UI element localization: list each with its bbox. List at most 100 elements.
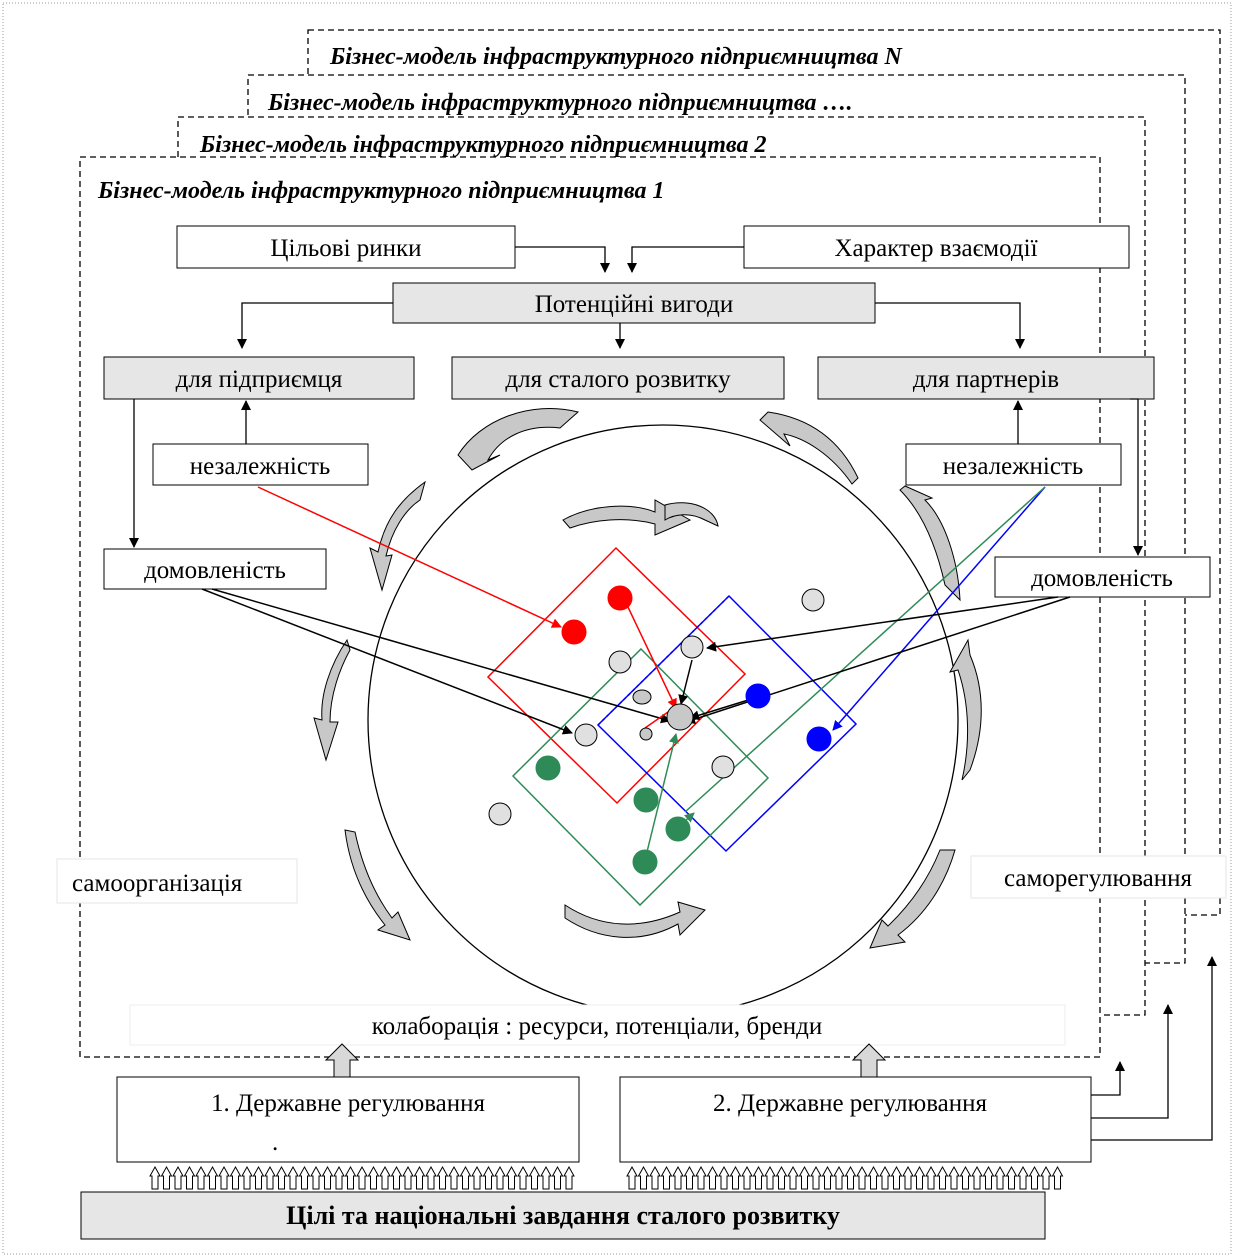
small-up-arrow bbox=[471, 1165, 483, 1190]
small-up-arrow bbox=[936, 1165, 949, 1190]
potential-benefits-box: Потенційні вигоди bbox=[392, 282, 876, 324]
for-entrepreneur-label: для підприємця bbox=[176, 366, 343, 393]
small-up-arrow bbox=[218, 1165, 230, 1190]
small-up-arrow bbox=[413, 1165, 426, 1190]
small-up-arrow bbox=[925, 1165, 937, 1190]
regulation-feedback-lines bbox=[1091, 956, 1217, 1141]
small-up-arrow bbox=[833, 1165, 845, 1190]
rotation-arrow-right-mid bbox=[948, 638, 982, 781]
green-square bbox=[511, 647, 770, 907]
agreement-right-label: домовленість bbox=[1031, 565, 1173, 592]
small-up-arrow bbox=[879, 1165, 891, 1190]
small-up-arrow bbox=[195, 1165, 207, 1190]
node-grey-small bbox=[639, 727, 653, 741]
state-regulation-2-box: 2. Державне регулювання bbox=[619, 1076, 1092, 1163]
self-regulation-label: саморегулювання bbox=[1004, 865, 1193, 892]
small-up-arrow bbox=[741, 1165, 753, 1190]
node-red bbox=[561, 619, 587, 645]
small-up-arrow bbox=[695, 1165, 707, 1190]
small-up-arrow bbox=[379, 1165, 391, 1190]
node-grey bbox=[801, 588, 825, 612]
small-up-arrow bbox=[1051, 1165, 1064, 1190]
node-grey bbox=[711, 755, 735, 779]
rotation-arrow-left-mid bbox=[313, 638, 351, 762]
small-up-arrow bbox=[540, 1165, 552, 1190]
small-up-arrow bbox=[660, 1165, 673, 1190]
small-up-arrow bbox=[402, 1165, 414, 1190]
small-up-arrow bbox=[563, 1165, 575, 1190]
self-regulation-box: саморегулювання bbox=[970, 855, 1227, 899]
small-up-arrow bbox=[890, 1165, 903, 1190]
small-up-arrow bbox=[798, 1165, 811, 1190]
small-up-arrow bbox=[1040, 1165, 1052, 1190]
small-up-arrow bbox=[448, 1165, 460, 1190]
independence-right-box: незалежність bbox=[905, 443, 1122, 486]
small-up-arrow bbox=[706, 1165, 719, 1190]
agreement-left-box: домовленість bbox=[103, 548, 327, 590]
model-layer-1-title: Бізнес-модель інфраструктурного підприєм… bbox=[97, 178, 664, 204]
small-up-arrow bbox=[310, 1165, 322, 1190]
self-organization-box: самоорганізація bbox=[56, 858, 298, 904]
state-regulation-1-box: 1. Державне регулювання . bbox=[116, 1076, 580, 1163]
rotation-arrow-inner-top-right bbox=[664, 502, 719, 527]
interaction-nature-box: Характер взаємодії bbox=[743, 225, 1130, 269]
small-up-arrow bbox=[505, 1165, 518, 1190]
node-green bbox=[633, 787, 659, 813]
node-grey bbox=[574, 723, 598, 747]
small-up-arrow bbox=[637, 1165, 650, 1190]
small-up-arrow bbox=[298, 1165, 311, 1190]
target-markets-box: Цільові ринки bbox=[176, 225, 516, 269]
agreement-arrows bbox=[129, 398, 1143, 556]
small-up-arrow bbox=[206, 1165, 219, 1190]
rotation-arrow-left-upper bbox=[369, 480, 426, 592]
up-arrow-left bbox=[324, 1043, 360, 1079]
small-up-arrow bbox=[1017, 1165, 1029, 1190]
small-up-arrow bbox=[494, 1165, 506, 1190]
small-up-arrow bbox=[959, 1165, 972, 1190]
small-up-arrow bbox=[764, 1165, 776, 1190]
goals-label: Цілі та національні завдання сталого роз… bbox=[286, 1201, 840, 1230]
small-up-arrow bbox=[287, 1165, 299, 1190]
small-up-arrow bbox=[390, 1165, 403, 1190]
small-up-arrow bbox=[1005, 1165, 1018, 1190]
small-up-arrow bbox=[241, 1165, 253, 1190]
independence-arrows bbox=[241, 400, 1023, 444]
node-center bbox=[666, 703, 694, 731]
collaboration-box: колаборація : ресурси, потенціали, бренд… bbox=[129, 1004, 1066, 1046]
model-layer-dots-title: Бізнес-модель інфраструктурного підприєм… bbox=[267, 90, 852, 116]
red-square bbox=[486, 546, 747, 805]
small-up-arrow bbox=[683, 1165, 696, 1190]
small-up-arrow bbox=[867, 1165, 880, 1190]
rotation-arrow-right-lower bbox=[869, 849, 956, 949]
small-up-arrow bbox=[902, 1165, 914, 1190]
node-grey bbox=[488, 802, 512, 826]
small-up-arrow bbox=[425, 1165, 437, 1190]
network-nodes bbox=[488, 585, 832, 875]
state-regulation-1-dot: . bbox=[272, 1129, 278, 1156]
small-up-arrow bbox=[229, 1165, 242, 1190]
potential-benefits-label: Потенційні вигоди bbox=[535, 291, 734, 318]
model-layer-n-title: Бізнес-модель інфраструктурного підприєм… bbox=[329, 44, 903, 70]
independence-left-label: незалежність bbox=[190, 453, 331, 480]
small-up-arrow bbox=[626, 1165, 638, 1190]
rotation-arrows bbox=[313, 408, 982, 949]
small-up-arrow bbox=[971, 1165, 983, 1190]
small-up-arrow bbox=[367, 1165, 380, 1190]
state-regulation-1-label: 1. Державне регулювання bbox=[211, 1090, 486, 1117]
regulation-up-arrows bbox=[324, 1043, 887, 1079]
up-arrow-right bbox=[851, 1043, 887, 1079]
small-up-arrow bbox=[856, 1165, 868, 1190]
for-partners-label: для партнерів bbox=[913, 366, 1059, 393]
goals-up-arrows-row bbox=[149, 1165, 1064, 1190]
small-up-arrow bbox=[333, 1165, 345, 1190]
small-up-arrow bbox=[1028, 1165, 1041, 1190]
small-up-arrow bbox=[649, 1165, 661, 1190]
small-up-arrow bbox=[459, 1165, 472, 1190]
rotation-arrow-bottom bbox=[564, 901, 706, 938]
agreement-right-box: домовленість bbox=[994, 556, 1211, 598]
node-grey bbox=[680, 635, 704, 659]
small-up-arrow bbox=[275, 1165, 288, 1190]
goals-box: Цілі та національні завдання сталого роз… bbox=[80, 1191, 1046, 1240]
